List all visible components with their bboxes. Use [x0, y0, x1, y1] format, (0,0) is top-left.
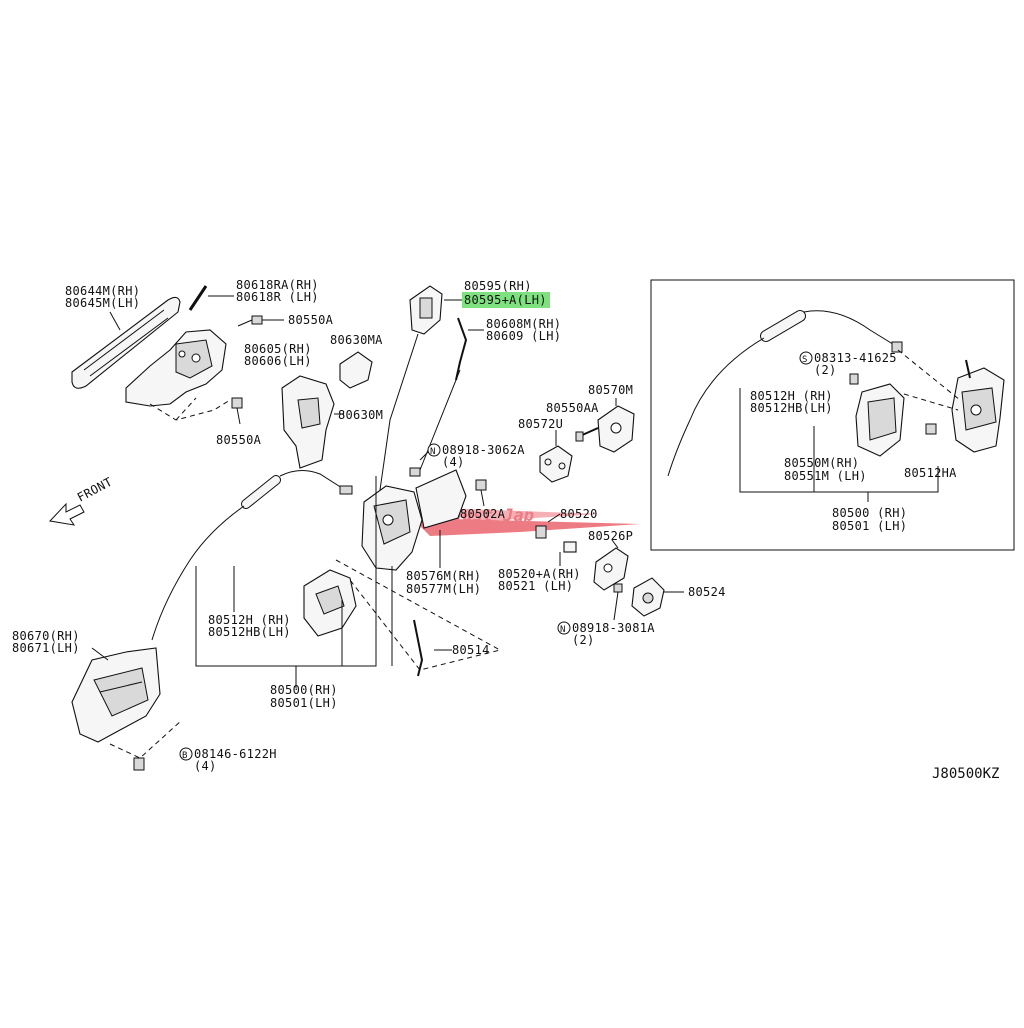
label-80645m: 80645M(LH) — [65, 296, 140, 310]
inset-label-80550m: 80550M(RH) — [784, 456, 859, 470]
label-80618r: 80618R (LH) — [236, 290, 319, 304]
nut-08918-3062a — [409, 467, 421, 477]
handle-bracket — [125, 329, 227, 407]
prefix-b: B — [182, 751, 187, 761]
label-80577m: 80577M(LH) — [406, 582, 481, 596]
clip-80630ma — [339, 351, 373, 389]
label-08918-3081a: 08918-3081A — [572, 621, 655, 635]
watermark-logo: Just Jap — [412, 506, 640, 536]
bolt-08146-6122h — [133, 757, 145, 771]
prefix-n-1: N — [430, 447, 435, 457]
label-80514: 80514 — [452, 643, 490, 657]
bolt-80550a-bottom — [231, 397, 243, 425]
label-80671: 80671(LH) — [12, 641, 80, 655]
inset-label-80551m: 80551M (LH) — [784, 469, 867, 483]
label-80524: 80524 — [688, 585, 726, 599]
label-80618ra: 80618RA(RH) — [236, 278, 319, 292]
label-80608m: 80608M(RH) — [486, 317, 561, 331]
clip-80520 — [535, 525, 547, 539]
nut-08918-3081a — [613, 583, 623, 593]
inset-label-80512ha: 80512HA — [904, 466, 957, 480]
label-08146-6122h-qty: (4) — [194, 759, 217, 773]
bolt-80550a-top — [237, 315, 263, 327]
inset-label-80512h: 80512H (RH) — [750, 389, 833, 403]
bracket-80630m — [281, 375, 335, 469]
inset-label-80501: 80501 (LH) — [832, 519, 907, 533]
lower-lock-80670 — [71, 647, 161, 743]
label-80520a: 80520+A(RH) — [498, 567, 581, 581]
label-80550a-top: 80550A — [288, 313, 334, 327]
shim-80572u — [539, 445, 573, 483]
inset-actuator — [855, 383, 905, 457]
label-08918-3062a-qty: (4) — [442, 455, 465, 469]
label-08918-3062a: 08918-3062A — [442, 443, 525, 457]
label-80526p: 80526P — [588, 529, 633, 543]
inset-label-08313-qty: (2) — [814, 363, 837, 377]
label-80576m: 80576M(RH) — [406, 569, 481, 583]
cable-80512h — [151, 470, 353, 641]
label-80550aa: 80550AA — [546, 401, 599, 415]
prefix-b-circle: B — [179, 747, 193, 761]
watermark-text: Just Jap — [451, 506, 534, 526]
bolt-80502a — [475, 479, 487, 491]
label-80572u: 80572U — [518, 417, 563, 431]
label-80500: 80500(RH) — [270, 683, 338, 697]
inset-box — [650, 279, 1015, 551]
label-80670: 80670(RH) — [12, 629, 80, 643]
inset-label-80512hb: 80512HB(LH) — [750, 401, 833, 415]
prefix-n-circle-2: N — [557, 621, 571, 635]
label-80595a: 80595+A(LH) — [464, 293, 547, 307]
latch-plate — [415, 469, 467, 529]
part-highlight — [462, 292, 550, 308]
label-08918-3081a-qty: (2) — [572, 633, 595, 647]
outside-handle — [71, 296, 181, 389]
prefix-n-circle-1: N — [427, 443, 441, 457]
prefix-s: S — [802, 355, 807, 365]
label-80630m: 80630M — [338, 408, 383, 422]
label-80595: 80595(RH) — [464, 279, 532, 293]
inset-latch — [951, 367, 1005, 453]
striker-80570m — [597, 405, 635, 453]
front-label: FRONT — [75, 475, 115, 505]
label-80520: 80520 — [560, 507, 598, 521]
label-80609: 80609 (LH) — [486, 329, 561, 343]
door-latch — [361, 485, 423, 571]
prefix-n-2: N — [560, 625, 565, 635]
label-80501: 80501(LH) — [270, 696, 338, 710]
front-arrow: FRONT — [48, 475, 115, 526]
inset-label-80500: 80500 (RH) — [832, 506, 907, 520]
label-80512hb: 80512HB(LH) — [208, 625, 291, 639]
label-80605: 80605(RH) — [244, 342, 312, 356]
label-80630ma: 80630MA — [330, 333, 383, 347]
label-80502a: 80502A — [460, 507, 506, 521]
gasket-80526p — [593, 547, 629, 591]
diagram-code: J80500KZ — [932, 766, 999, 782]
label-80644m: 80644M(RH) — [65, 284, 140, 298]
switch-80524 — [631, 577, 665, 617]
inner-handle — [409, 285, 443, 335]
clip-80520a — [563, 541, 577, 553]
label-80550a-bottom: 80550A — [216, 433, 262, 447]
prefix-s-circle: S — [799, 351, 813, 365]
label-80606: 80606(LH) — [244, 354, 312, 368]
inset-cable — [667, 310, 903, 477]
label-80570m: 80570M — [588, 383, 633, 397]
label-80512h: 80512H (RH) — [208, 613, 291, 627]
screw-80550aa — [575, 427, 599, 442]
lock-actuator — [303, 569, 357, 637]
label-08146-6122h: 08146-6122H — [194, 747, 277, 761]
inset-label-08313: 08313-41625 — [814, 351, 897, 365]
label-80521: 80521 (LH) — [498, 579, 573, 593]
